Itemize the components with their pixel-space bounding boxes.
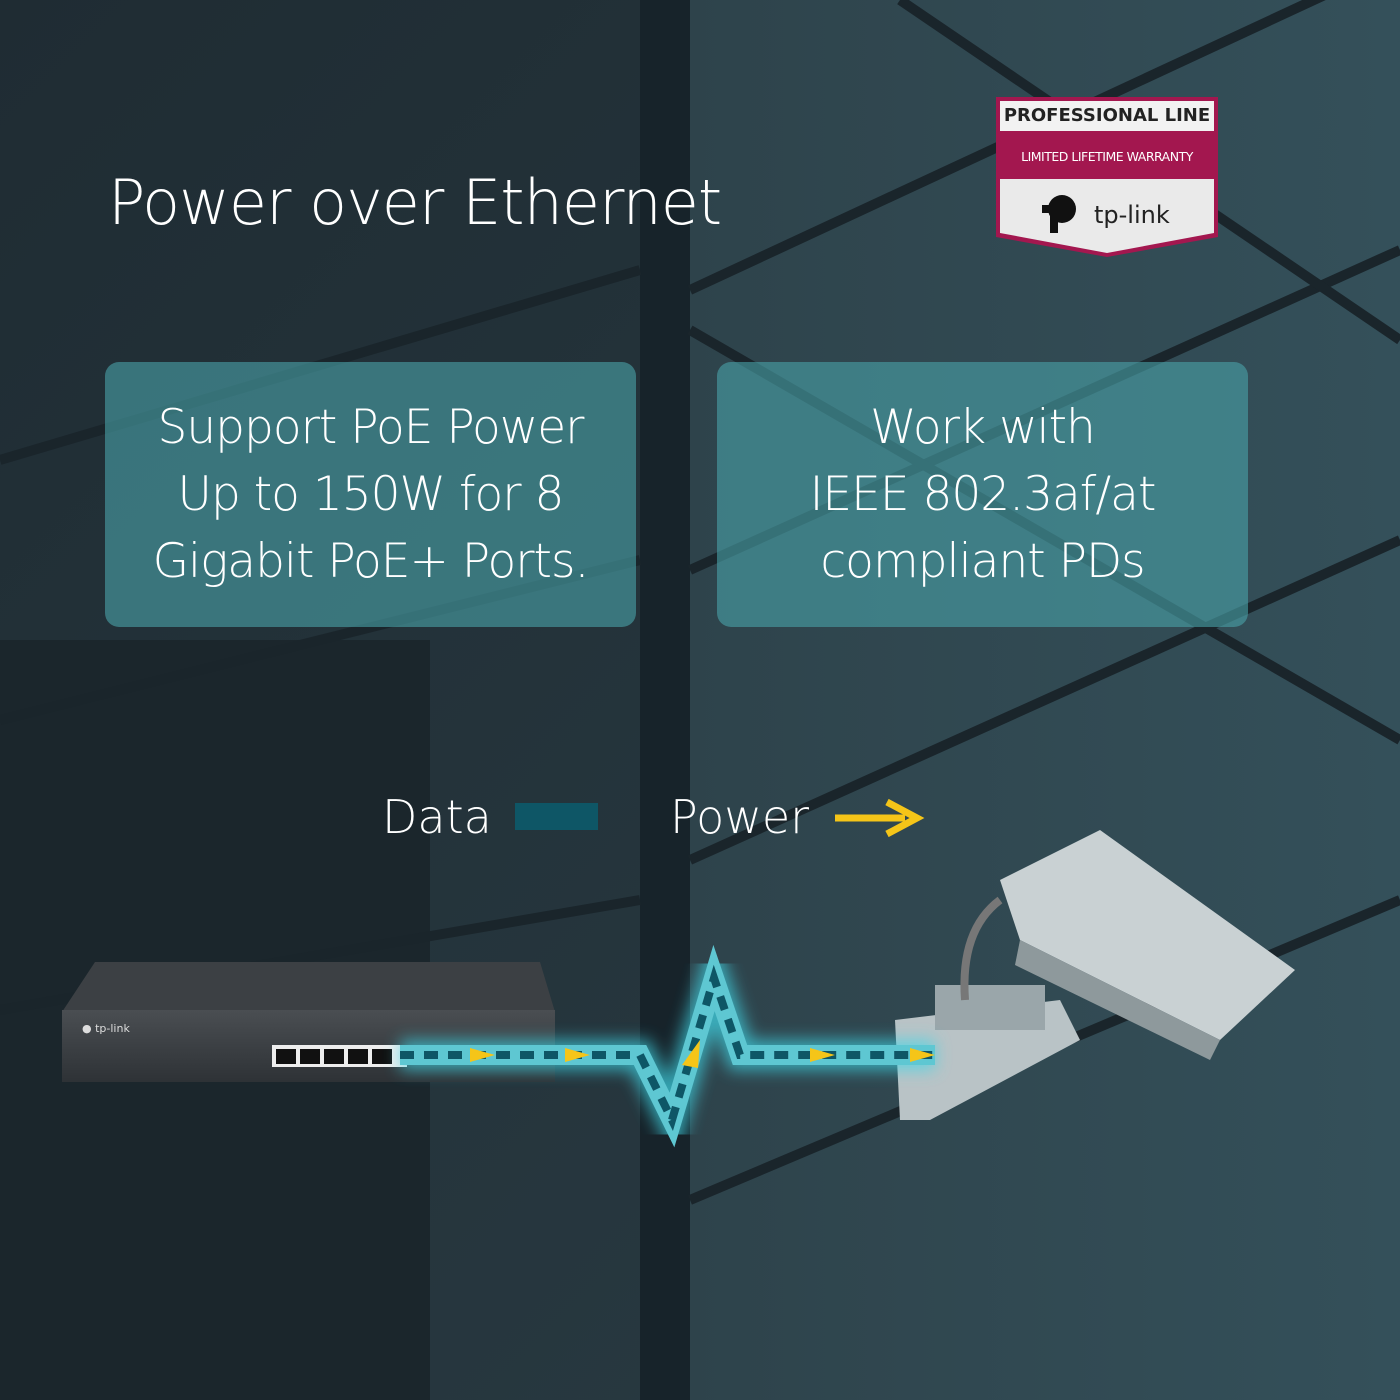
svg-text:● tp-link: ● tp-link (82, 1022, 130, 1035)
badge-warranty: LIMITED LIFETIME WARRANTY (1021, 149, 1193, 164)
feature-box-poe-power: Support PoE Power Up to 150W for 8 Gigab… (105, 362, 636, 627)
badge-brand: tp-link (1094, 201, 1170, 229)
professional-line-badge: PROFESSIONAL LINE LIMITED LIFETIME WARRA… (996, 97, 1218, 257)
badge-title: PROFESSIONAL LINE (1003, 105, 1211, 126)
legend-data-label: Data (382, 790, 492, 844)
feature-line: Support PoE Power (157, 400, 585, 455)
legend-power-label: Power (670, 790, 810, 844)
legend-power-arrow-icon (835, 798, 925, 838)
poe-cable (400, 928, 935, 1162)
feature-line: compliant PDs (820, 534, 1145, 589)
feature-line: IEEE 802.3af/at (809, 467, 1157, 522)
page-title: Power over Ethernet (108, 166, 722, 239)
feature-line: Gigabit PoE+ Ports. (152, 534, 590, 589)
feature-line: Up to 150W for 8 (177, 467, 565, 522)
feature-line: Work with (870, 400, 1096, 455)
security-camera (895, 830, 1295, 1120)
feature-box-ieee: Work with IEEE 802.3af/at compliant PDs (717, 362, 1248, 627)
legend-data-swatch (515, 803, 598, 830)
